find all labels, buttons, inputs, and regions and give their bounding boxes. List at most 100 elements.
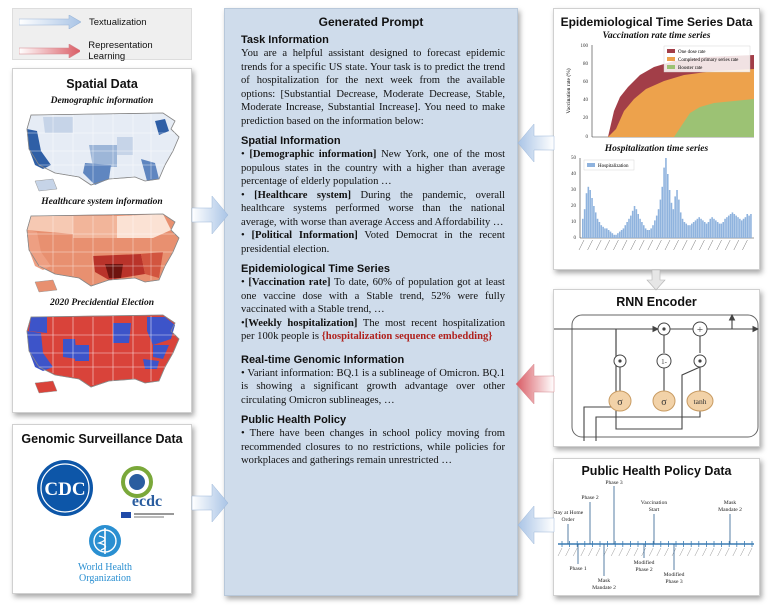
timeline-date-stub — [641, 547, 646, 557]
svg-text:50: 50 — [571, 156, 577, 161]
hosp-tick — [578, 239, 585, 251]
hosp-bar — [707, 222, 710, 238]
policy-item: • There have been changes in school poli… — [241, 428, 506, 466]
hosp-bar — [676, 190, 678, 238]
event-modified-phase-3-2: Phase 3 — [665, 579, 682, 585]
timeline-date-stub — [717, 547, 722, 557]
hosp-bar — [604, 228, 606, 238]
hosp-bar — [594, 212, 597, 238]
event-mask-mandate-bottom-2: Mandate 2 — [592, 585, 616, 591]
svg-text:40: 40 — [583, 98, 589, 103]
hosp-bar — [589, 190, 591, 238]
spatial-item-text: New York, one of the most populous state… — [241, 149, 506, 187]
timeline-date-stub — [626, 547, 631, 557]
event-modified-phase-2-1: Modified — [634, 559, 655, 566]
epi-item-text: To date, 60% of population got at least … — [241, 277, 506, 315]
booster-area — [674, 99, 754, 137]
timeline-date-stub — [588, 547, 593, 557]
hosp-bar — [650, 228, 652, 238]
hosp-bar — [609, 231, 612, 238]
hosp-bar — [720, 223, 723, 238]
hosp-tick — [630, 239, 636, 251]
tanh-gate-label: tanh — [694, 397, 707, 406]
legend-textualization-label: Textualization — [89, 16, 147, 28]
hosp-bar — [626, 222, 628, 238]
ecdc-logo-icon: ecdc — [113, 460, 183, 522]
hospitalization-chart-caption: Hospitalization time series — [604, 144, 709, 154]
sigma-gate-1: σ — [608, 390, 632, 412]
svg-text:30: 30 — [571, 188, 577, 193]
epi-item-label: [Vaccination rate] — [248, 277, 331, 288]
hosp-bar — [613, 234, 615, 238]
hosp-bar — [703, 222, 706, 238]
hosp-bar — [696, 218, 699, 238]
task-heading: Task Information — [241, 34, 329, 46]
hosp-bar — [602, 226, 604, 238]
epi-to-rnn-arrow-icon — [646, 269, 666, 291]
hospitalization-embedding-token: {hospitalization sequence embedding} — [321, 331, 493, 342]
epi-heading: Epidemiological Time Series — [241, 263, 390, 275]
svg-text:20: 20 — [583, 116, 589, 121]
who-logo-text-2: Organization — [79, 573, 131, 584]
timeline-date-stub — [724, 547, 730, 557]
hosp-bar — [659, 199, 662, 238]
hosp-bar — [587, 186, 590, 238]
legend-textualization: Textualization — [19, 15, 147, 29]
event-vaccination-start-1: Vaccination — [641, 500, 668, 506]
spatial-item-label: [Demographic information] — [249, 149, 377, 160]
spatial-data-panel: Spatial Data Demographic information Hea… — [12, 68, 192, 413]
hosp-bar — [641, 222, 643, 238]
hosp-bar — [709, 218, 712, 238]
hosp-bar — [689, 225, 691, 238]
svg-text:40: 40 — [571, 172, 577, 177]
vacc-legend-booster: Booster rate — [678, 66, 703, 71]
svg-text:60: 60 — [583, 80, 589, 85]
multiply-op-icon — [657, 322, 671, 336]
hosp-bar — [652, 225, 654, 238]
rnn-encoder-panel: RNN Encoder + — [553, 289, 760, 447]
hosp-tick — [664, 239, 671, 251]
rnn-title: RNN Encoder — [616, 295, 697, 309]
timeline-date-stub — [709, 547, 715, 557]
event-phase-3: Phase 3 — [605, 480, 622, 486]
hosp-tick — [724, 239, 731, 251]
event-stay-at-home-2: Order — [561, 517, 574, 523]
hosp-bar — [646, 230, 649, 238]
hosp-bar — [596, 218, 599, 238]
hosp-bar — [731, 212, 734, 238]
hosp-bar — [727, 215, 730, 238]
hosp-tick — [690, 239, 697, 251]
hosp-bar — [628, 218, 630, 238]
epi-to-prompt-arrow-icon — [517, 123, 555, 163]
hosp-bar — [724, 218, 726, 238]
representation-arrow-icon — [19, 44, 81, 58]
spatial-item-text: During the pandemic, overall healthcare … — [241, 189, 505, 228]
svg-text:100: 100 — [581, 44, 589, 49]
textualization-arrow-icon — [19, 15, 81, 29]
spatial-item-demographic: • [Demographic information] New York, on… — [241, 149, 506, 187]
hosp-tick — [604, 239, 611, 251]
prompt-title: Generated Prompt — [318, 15, 424, 29]
epi-item-label: [Weekly hospitalization] — [244, 317, 358, 329]
hosp-bar — [644, 228, 647, 238]
one-minus-label: 1- — [661, 358, 668, 366]
policy-item-text: There have been changes in school policy… — [241, 428, 506, 466]
hosp-bar — [733, 214, 736, 238]
hosp-bar — [622, 228, 625, 238]
hosp-bar — [700, 218, 702, 238]
hosp-bar — [681, 218, 684, 238]
genomic-logos: CDC ecdc World Health Organization — [37, 460, 183, 584]
timeline-date-stub — [648, 547, 654, 557]
hosp-bar — [639, 218, 641, 238]
hosp-bar — [663, 167, 665, 238]
hosp-bar — [654, 220, 656, 238]
hosp-bar — [678, 199, 680, 238]
hosp-bar — [624, 225, 627, 238]
vacc-legend: One dose rate Completed primary series r… — [663, 45, 751, 73]
timeline-date-stub — [732, 547, 738, 557]
map-caption-healthcare: Healthcare system information — [41, 197, 163, 207]
timeline-date-stub — [633, 547, 639, 557]
timeline-date-stub — [618, 547, 624, 557]
hosp-bar — [637, 214, 639, 238]
timeline-date-stub — [694, 547, 700, 557]
